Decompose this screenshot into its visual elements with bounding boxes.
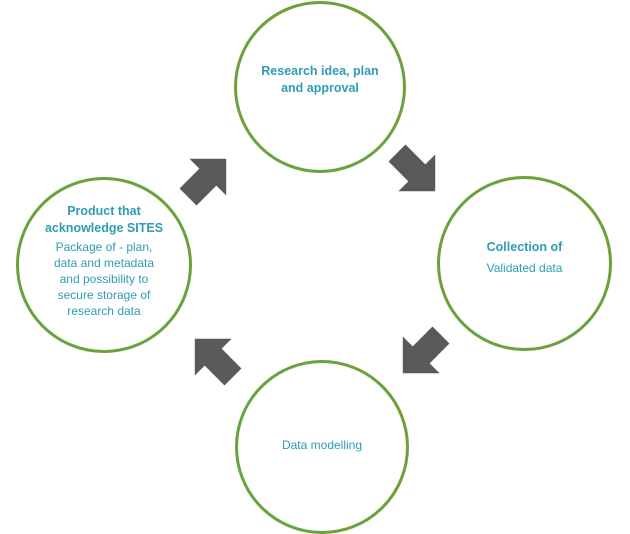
node-body: Data modelling [281, 438, 363, 452]
node-title: Research idea, plan and approval [261, 64, 379, 95]
node-research-idea: Research idea, plan and approval [234, 1, 406, 173]
arrow-product-to-research [179, 158, 227, 206]
arrow-collection-to-modelling [402, 326, 450, 374]
node-title: Collection of [486, 240, 563, 254]
node-collection: Collection of Validated data [437, 176, 612, 351]
node-data-modelling: Data modelling [235, 360, 409, 534]
arrow-modelling-to-product [194, 338, 242, 386]
node-body: Package of - plan, data and metadata and… [53, 240, 155, 318]
node-title: Product that acknowledge SITES [44, 204, 164, 235]
node-body: Validated data [486, 261, 563, 275]
node-product: Product that acknowledge SITES Package o… [16, 177, 192, 353]
arrow-research-to-collection [388, 144, 436, 192]
